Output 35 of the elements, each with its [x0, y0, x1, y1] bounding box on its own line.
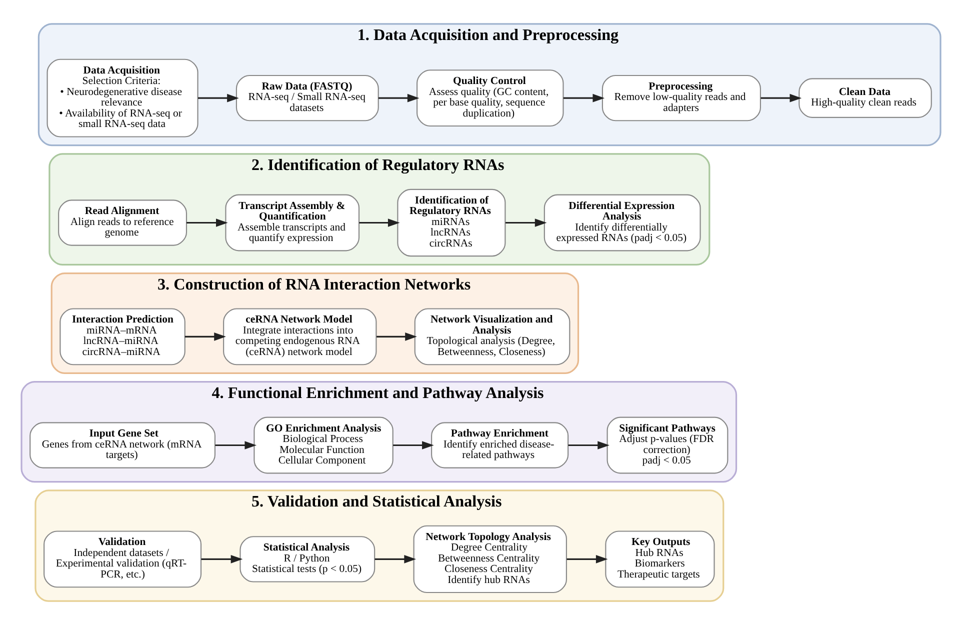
node-box: Raw Data (FASTQ) RNA-seq / Small RNA-seq datasets — [236, 74, 379, 121]
arrow — [760, 93, 802, 102]
arrow — [506, 218, 547, 226]
node-box: Differential Expression Analysis Identify differentially expressed RNAs (padj < 0.05) — [544, 194, 701, 251]
arrow — [359, 218, 400, 226]
arrow — [184, 332, 226, 340]
node-box: Validation Independent datasets / Experimental validation (qRT-PCR, etc.) — [44, 530, 202, 588]
arrow — [374, 554, 416, 563]
arrow — [198, 93, 239, 102]
arrow — [568, 440, 610, 449]
node-box: ceRNA Network Model Integrate interactions into competing endogenous RNA (ceRNA) network model — [223, 308, 377, 365]
arrow — [376, 332, 417, 340]
node-box: Key Outputs Hub RNAs Biomarkers Therapeutic targets — [605, 530, 715, 588]
node-box: Read Alignment Align reads to reference genome — [58, 199, 188, 246]
arrow — [563, 93, 605, 102]
node-box: Pathway Enrichment Identify enriched disease-related pathways — [431, 422, 569, 468]
node-box: Identification of Regulatory RNAs miRNAs lncRNAs circRNAs — [397, 188, 506, 256]
node-box: Transcript Assembly & Quantification Assemble transcripts and quantify expression — [225, 194, 360, 251]
node-box: Network Visualization and Analysis Topological analysis (Degree, Betweenness, Closeness) — [414, 308, 570, 365]
node-box: Significant Pathways Adjust p-values (FDR correction) padj < 0.05 — [606, 416, 728, 474]
node-box: Data Acquisition Selection Criteria: • Neurodegenerative disease relevance • Availability of RNA-seq or small RNA-seq data — [46, 58, 198, 137]
arrow — [186, 218, 228, 226]
arrow — [566, 554, 608, 563]
node-box: Network Topology Analysis Degree Centrality Betweenness Centrality Closeness Centrality Identify hub RNAs — [413, 524, 567, 593]
arrow — [215, 440, 257, 449]
node-box: Preprocessing Remove low-quality reads and adapters — [602, 74, 761, 121]
arrow — [393, 440, 434, 449]
arrow — [378, 93, 420, 102]
arrow — [201, 554, 243, 563]
node-box: Interaction Prediction miRNA–mRNA lncRNA–miRNA circRNA–miRNA — [60, 308, 186, 365]
node-box: Statistical Analysis R / Python Statistical tests (p < 0.05) — [240, 536, 376, 582]
node-box: Input Gene Set Genes from ceRNA network (mRNA targets) — [30, 422, 216, 468]
node-box: Quality Control Assess quality (GC content, per base quality, sequence duplication) — [416, 69, 564, 126]
node-box: GO Enrichment Analysis Biological Process Molecular Function Cellular Component — [254, 416, 394, 474]
node-box: Clean Data High-quality clean reads — [798, 78, 932, 118]
